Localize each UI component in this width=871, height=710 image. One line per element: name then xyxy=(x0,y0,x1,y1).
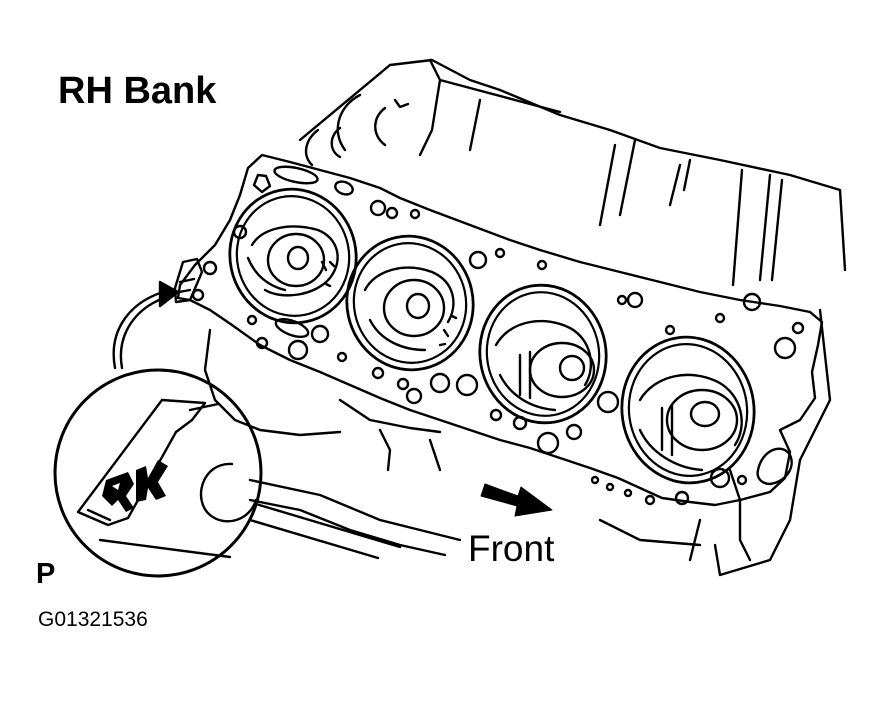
front-arrow-icon xyxy=(480,483,553,517)
gasket-holes xyxy=(191,165,805,506)
cylinder-bore-1 xyxy=(228,187,358,325)
engine-block xyxy=(203,58,847,577)
front-label: Front xyxy=(468,528,555,569)
cylinder-bore-4 xyxy=(620,335,756,485)
detail-magnifier xyxy=(53,368,402,578)
cylinder-bore-3 xyxy=(478,283,608,425)
gasket-outline xyxy=(176,153,824,507)
pointer-arrow xyxy=(112,280,180,370)
cylinder-bore-2 xyxy=(345,234,475,372)
rk-stamp xyxy=(102,460,168,512)
diagram-title: RH Bank xyxy=(58,70,217,112)
detail-label: P xyxy=(36,558,56,590)
head-gasket xyxy=(173,153,824,507)
figure-id: G01321536 xyxy=(38,608,148,631)
gasket-tab xyxy=(173,257,204,304)
